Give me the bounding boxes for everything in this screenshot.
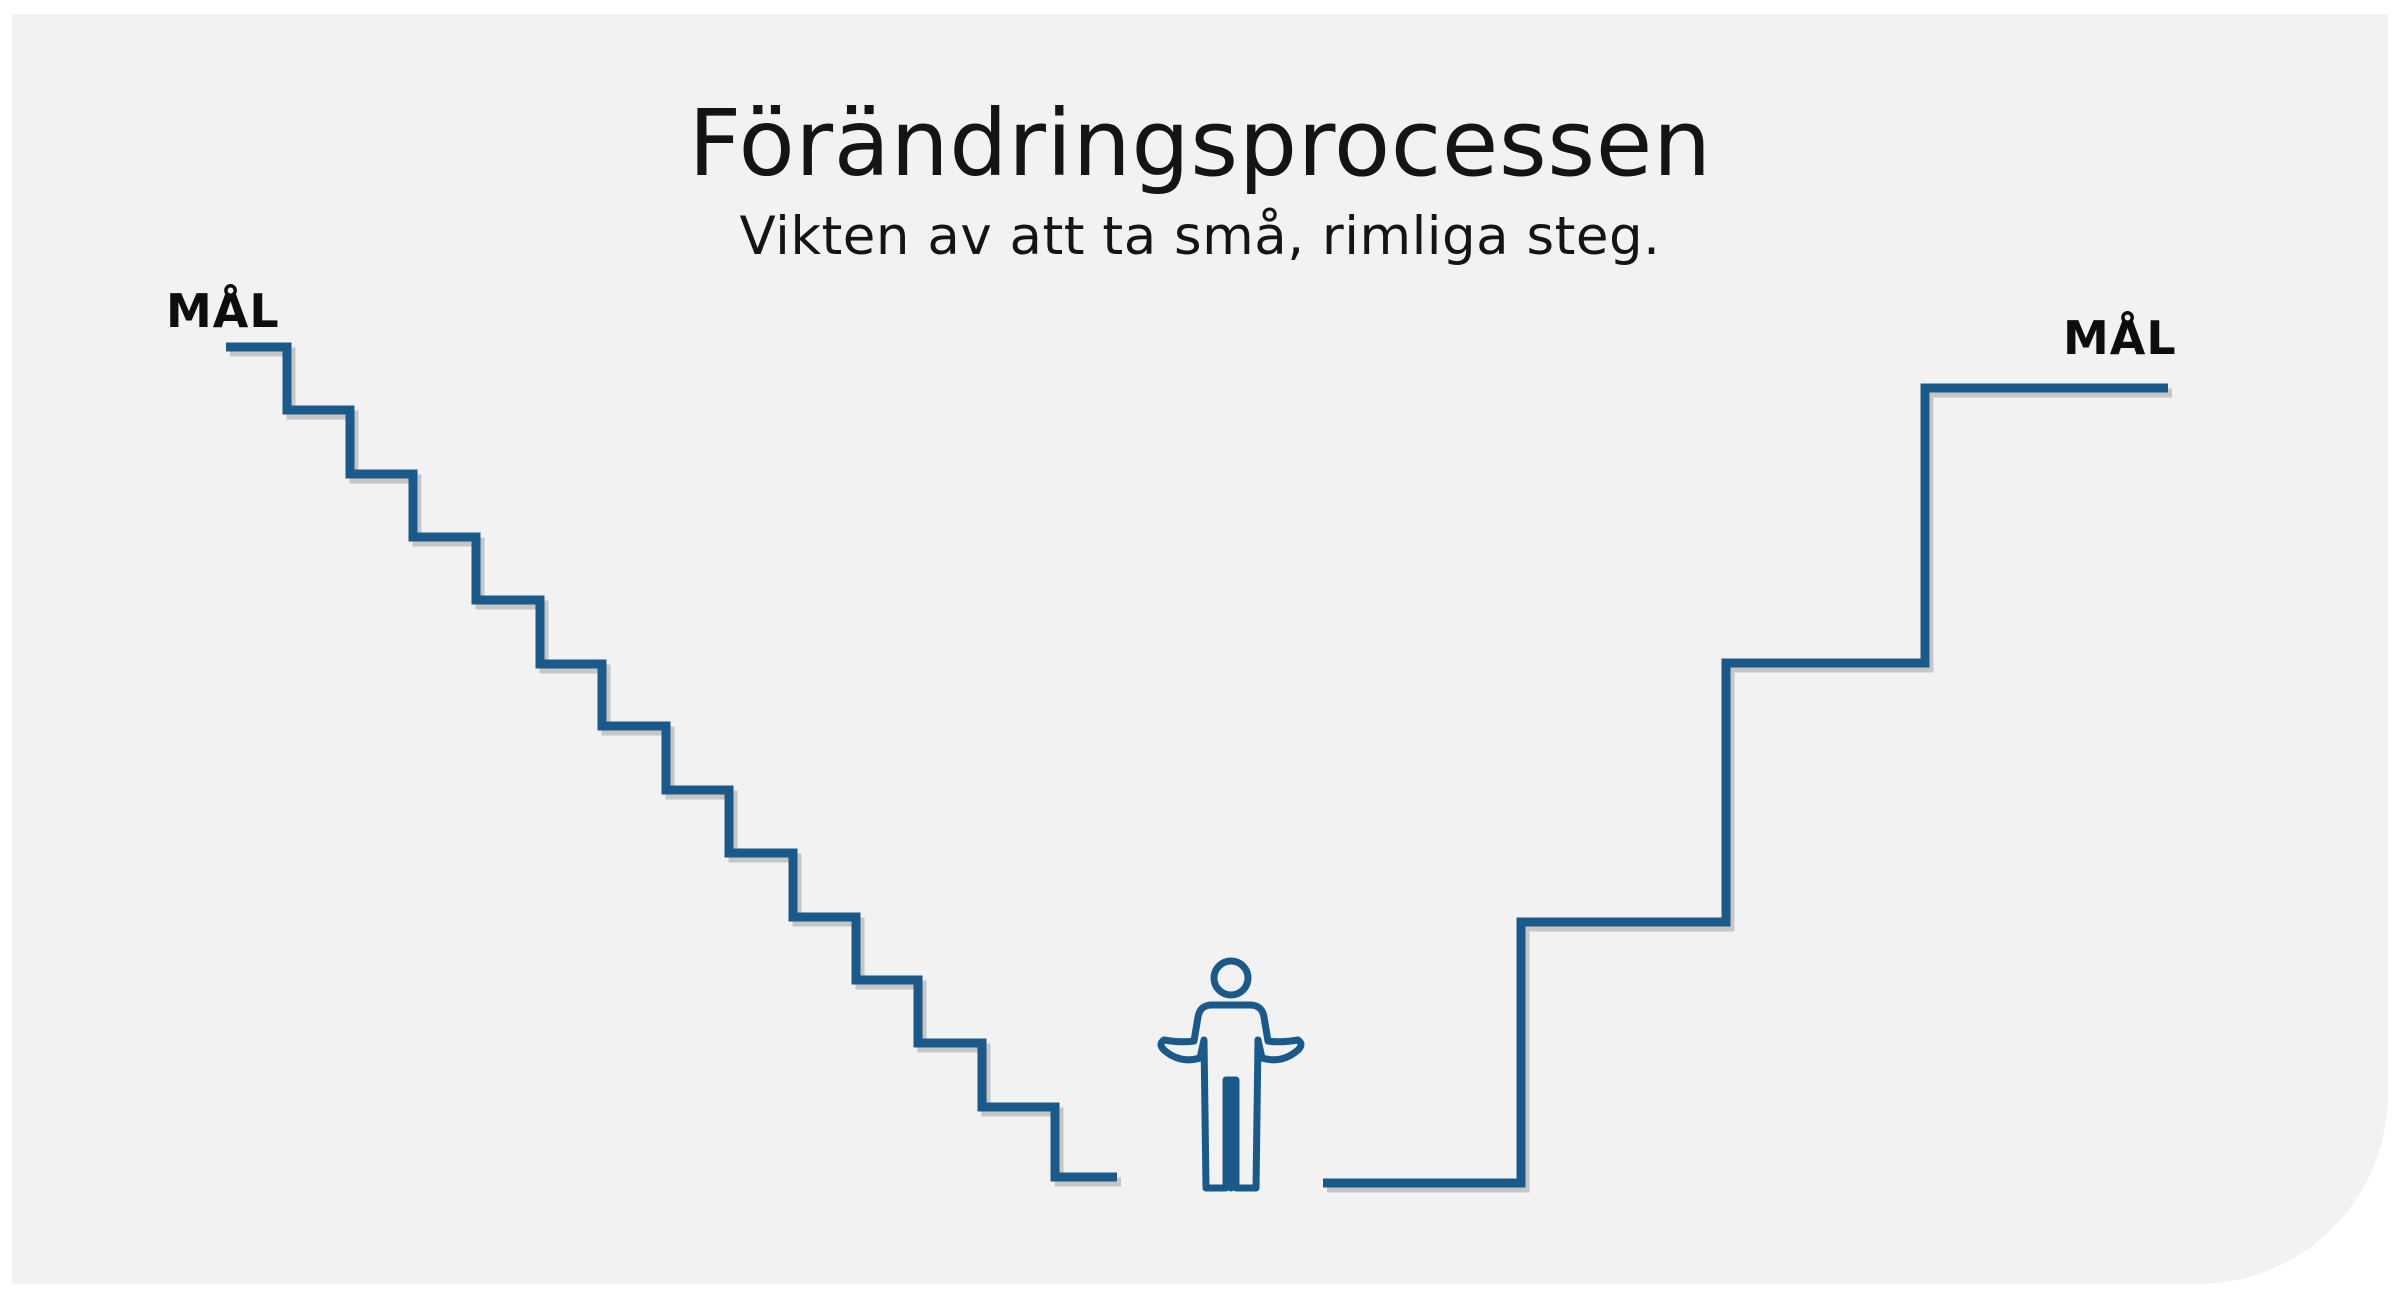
left-goal-label: MÅL xyxy=(166,284,280,338)
right-goal-label: MÅL xyxy=(2063,311,2177,365)
diagram-subtitle: Vikten av att ta små, rimliga steg. xyxy=(739,206,1661,267)
left-staircase-small-steps xyxy=(226,342,1117,1182)
person-shrugging-icon xyxy=(1157,957,1305,1192)
diagram-title: Förändringsprocessen xyxy=(688,90,1712,197)
right-staircase-shadow xyxy=(1327,388,2172,1193)
right-staircase-large-steps xyxy=(1323,383,2168,1188)
background-panel xyxy=(12,14,2388,1284)
